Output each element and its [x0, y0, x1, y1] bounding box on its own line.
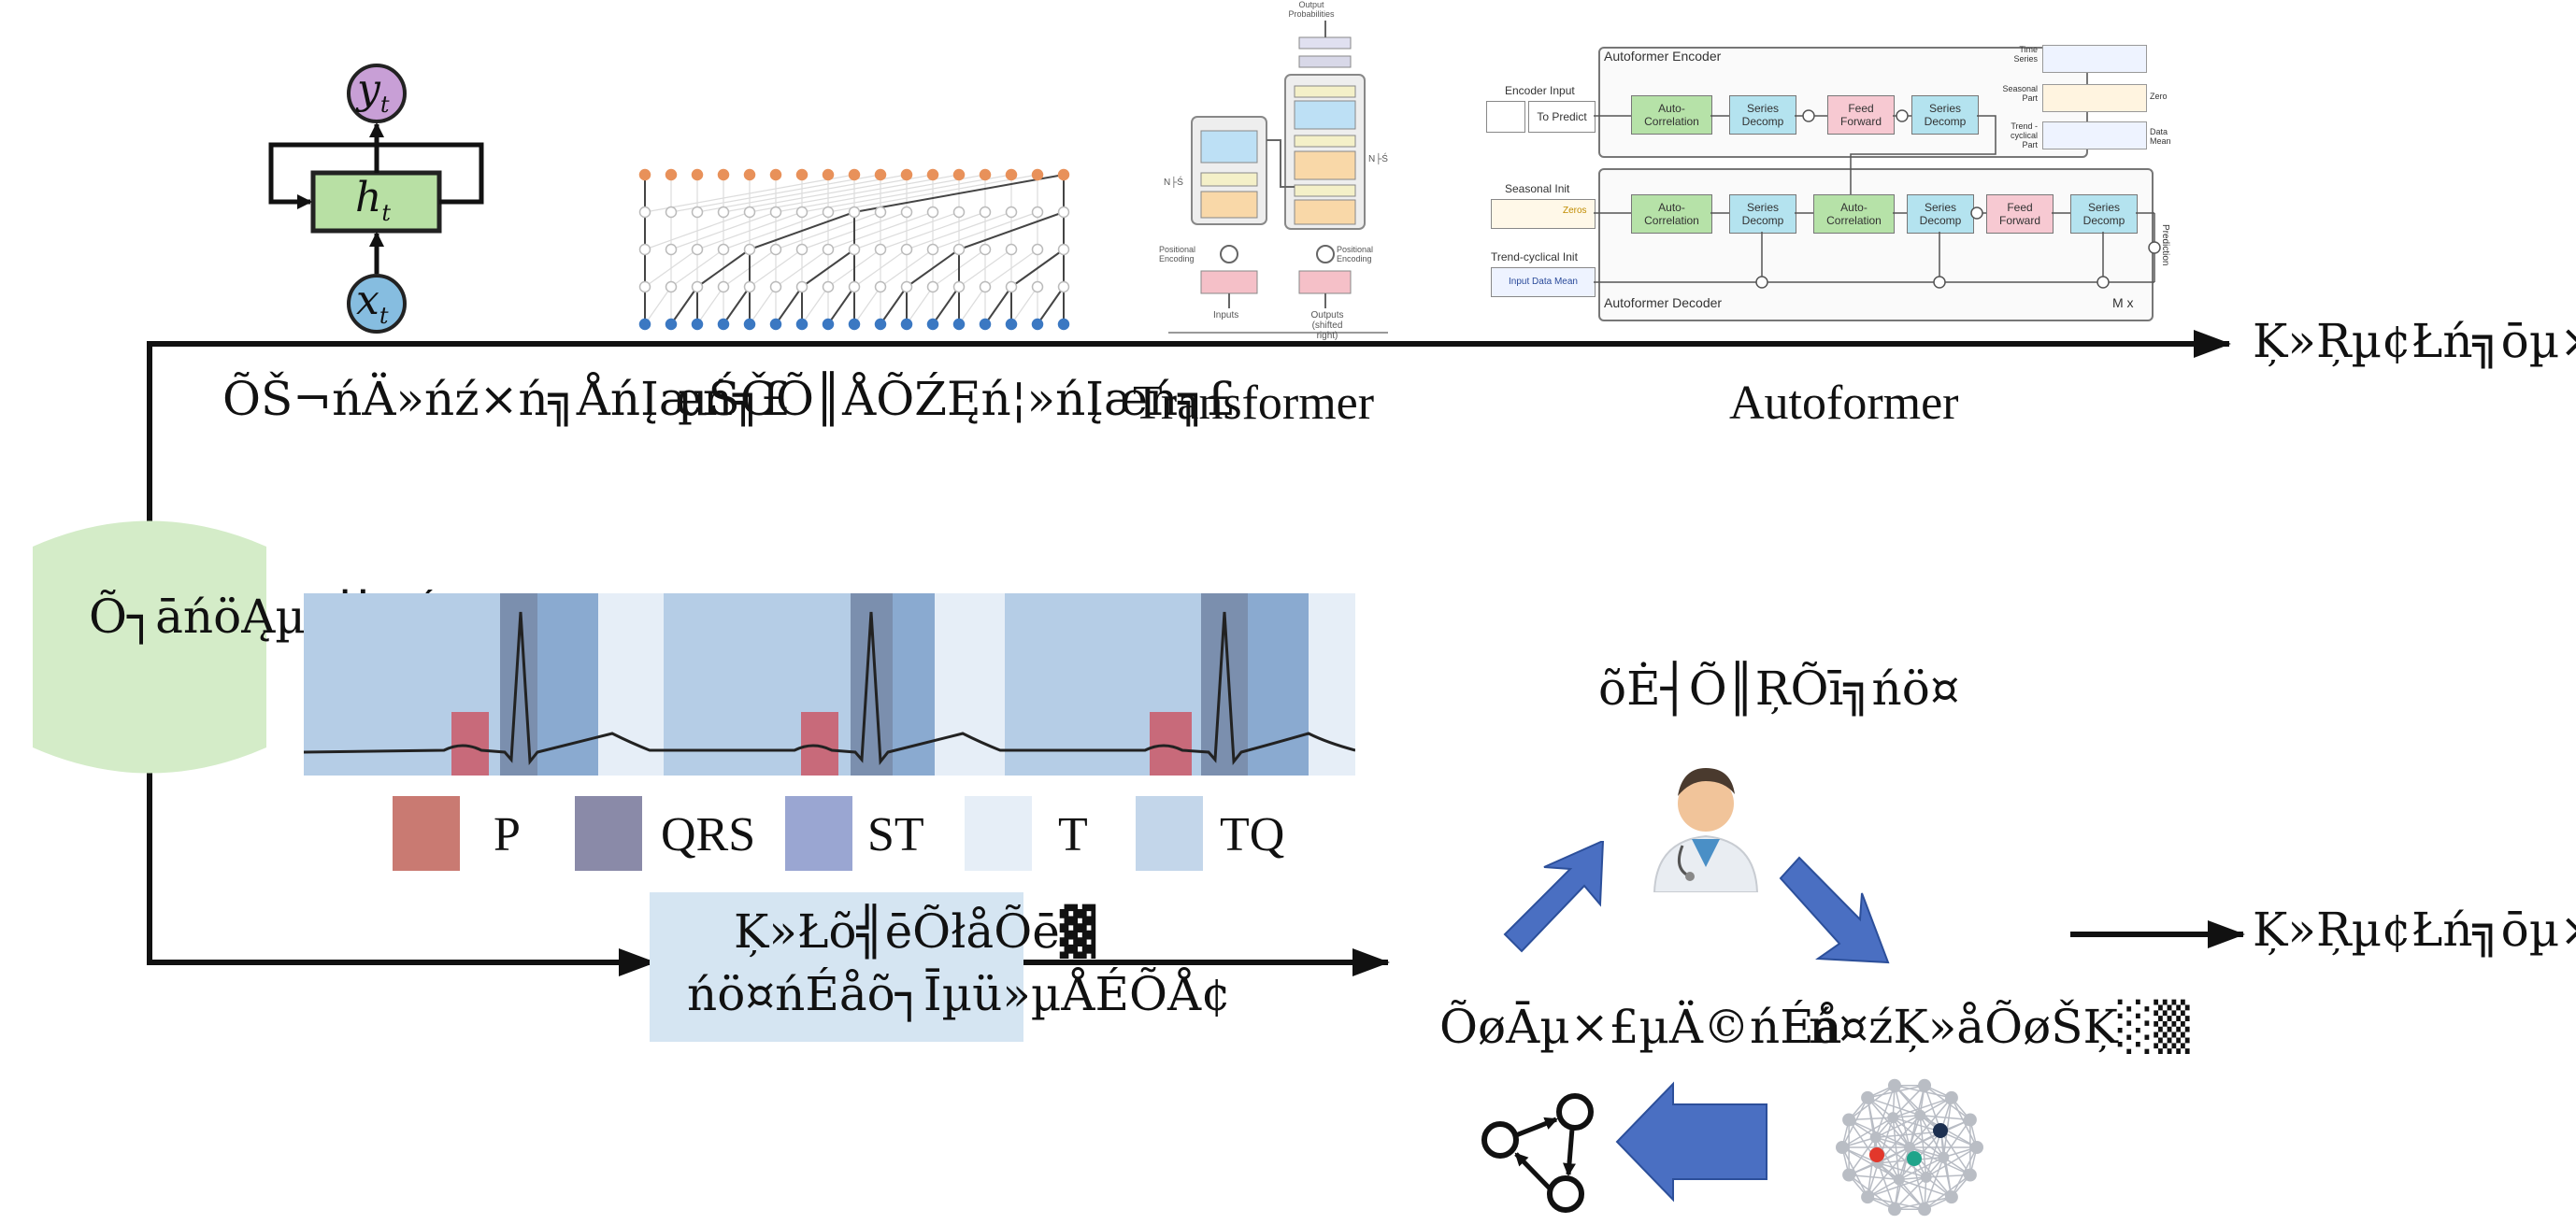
dec-auto-correlation-2: Auto-Correlation	[1813, 194, 1895, 234]
beat1-st	[537, 593, 598, 776]
legend-swatch-tq	[1136, 796, 1203, 871]
enc-series-decomp-2: Series Decomp	[1911, 95, 1979, 135]
transformer-diagram	[1168, 21, 1388, 334]
beat3-t	[1309, 593, 1355, 776]
doctor-label: õĖ┤Õ║ŖÕī╗ńö¤	[1598, 662, 1960, 716]
ecg-data-label: Õ┐āńöĄµĢ░µŹ«	[89, 590, 471, 644]
ecg-data-cylinder	[33, 520, 266, 774]
enc-auto-correlation: Auto-Correlation	[1631, 95, 1712, 135]
transformer-inputs: Inputs	[1213, 310, 1239, 320]
dec-series-decomp-1: Series Decomp	[1729, 194, 1796, 234]
bottom-flow-line	[147, 761, 656, 976]
legend-data-mean: Data Mean	[2150, 127, 2171, 146]
legend-seasonal: Seasonal Part	[2002, 84, 2038, 103]
autoformer-input-data-mean: Input Data Mean	[1491, 267, 1596, 297]
rnn-input-node	[347, 274, 407, 334]
reasoning-cycle-arrows	[1503, 841, 1890, 1203]
legend-swatch-t	[965, 796, 1032, 871]
doctor-icon	[1653, 768, 1759, 892]
top-output-label: Ķ»Ŗµ¢Łń╗ōµ×£	[2253, 314, 2576, 368]
dec-series-decomp-2: Series Decomp	[1907, 194, 1974, 234]
legend-swatch-qrs	[575, 796, 642, 871]
autoformer-trend-init: Trend-cyclical Init	[1491, 250, 1578, 263]
legend-swatch-st	[785, 796, 852, 871]
beat3-st	[1248, 593, 1309, 776]
caption-autoformer: Autoformer	[1729, 377, 1959, 430]
dec-auto-correlation-1: Auto-Correlation	[1631, 194, 1712, 234]
legend-label-p: P	[494, 808, 521, 861]
ecg-segmentation-strip	[304, 593, 1355, 776]
beat2-t	[935, 593, 1005, 776]
legend-trend: Trend -cyclical Part	[2010, 121, 2038, 149]
segment-line-2: ńö¤ńÉåõ┐Īµü»µÅÉÕÅ¢	[687, 967, 1231, 1021]
caption-tcn: µŚČÕ║ÅÕŹĘń¦»ńĮæń╗£	[678, 372, 1237, 426]
rnn-hidden-label: ht	[355, 174, 391, 226]
rnn-output-node	[347, 64, 407, 123]
caption-transformer: Transformer	[1133, 377, 1375, 430]
legend-time-series: Time Series	[2013, 45, 2038, 64]
rnn-hidden-node	[310, 170, 442, 234]
autoformer-zeros: Zeros	[1563, 206, 1587, 216]
transformer-pos-enc-right: Positional Encoding	[1337, 245, 1374, 263]
arrow-kg-to-causal	[1615, 1081, 1767, 1203]
rnn-input-label: xt	[356, 277, 389, 329]
enc-feed-forward: Feed Forward	[1827, 95, 1895, 135]
arrow-causal-to-doctor	[1503, 841, 1605, 953]
beat1-t	[598, 593, 664, 776]
legend-label-t: T	[1058, 808, 1088, 861]
top-flow-line	[147, 330, 2231, 528]
caption-rnn: ÕŠ¬ńÄ»ńź×ń╗ÅńĮæń╗£	[222, 372, 791, 426]
legend-label-st: ST	[867, 808, 924, 861]
arrow-doctor-to-kg	[1779, 856, 1890, 964]
legend-zero: Zero	[2150, 92, 2168, 101]
enc-series-decomp-1: Series Decomp	[1729, 95, 1796, 135]
transformer-outputs: Outputs (shifted right)	[1310, 310, 1344, 341]
knowledge-graph-label: ń¤źĶ»åÕøŠĶ░▒	[1809, 1000, 2190, 1054]
autoformer-encoder-title: Autoformer Encoder	[1604, 49, 1722, 64]
ecg-legend: P QRS ST T TQ	[393, 796, 1327, 871]
dec-feed-forward: Feed Forward	[1986, 194, 2054, 234]
autoformer-to-predict: To Predict	[1528, 101, 1596, 133]
dec-series-decomp-3: Series Decomp	[2070, 194, 2138, 234]
rnn-diagram	[268, 64, 484, 334]
segment-line-1: Ķ»Łõ╣ēÕłåÕē▓	[734, 904, 1096, 959]
beat1-p	[451, 712, 489, 776]
knowledge-graph-icon	[1836, 1078, 1983, 1217]
causal-reasoning-label: ÕøĀµ×£µÄ©ńÉå	[1439, 1000, 1842, 1054]
causal-graph-icon	[1481, 1093, 1594, 1213]
autoformer-diagram: Autoformer Encoder N x Autoformer Decode…	[1477, 37, 2197, 322]
rnn-output-label: yt	[357, 65, 390, 118]
autoformer-decoder-title: Autoformer Decoder	[1604, 295, 1723, 310]
transformer-nx-left: N├Ś	[1164, 178, 1183, 188]
beat2-p	[801, 712, 838, 776]
transformer-nx-right: N├Ś	[1368, 154, 1388, 164]
legend-swatch-p	[393, 796, 460, 871]
tcn-diagram	[638, 168, 1070, 331]
legend-label-qrs: QRS	[661, 808, 756, 861]
transformer-output-prob: Output Probabilities	[1288, 0, 1335, 19]
transformer-pos-enc-left: Positional Encoding	[1159, 245, 1196, 263]
bottom-output-label: Ķ»Ŗµ¢Łń╗ōµ×£	[2253, 903, 2576, 957]
autoformer-mx: M x	[2112, 295, 2134, 310]
semantic-segmentation-box	[650, 892, 1023, 1042]
beat3-p	[1150, 712, 1192, 776]
ecg-trace	[304, 611, 1355, 765]
autoformer-encoder-input: Encoder Input	[1505, 84, 1575, 97]
autoformer-seasonal-init: Seasonal Init	[1505, 182, 1570, 195]
legend-label-tq: TQ	[1220, 808, 1285, 861]
